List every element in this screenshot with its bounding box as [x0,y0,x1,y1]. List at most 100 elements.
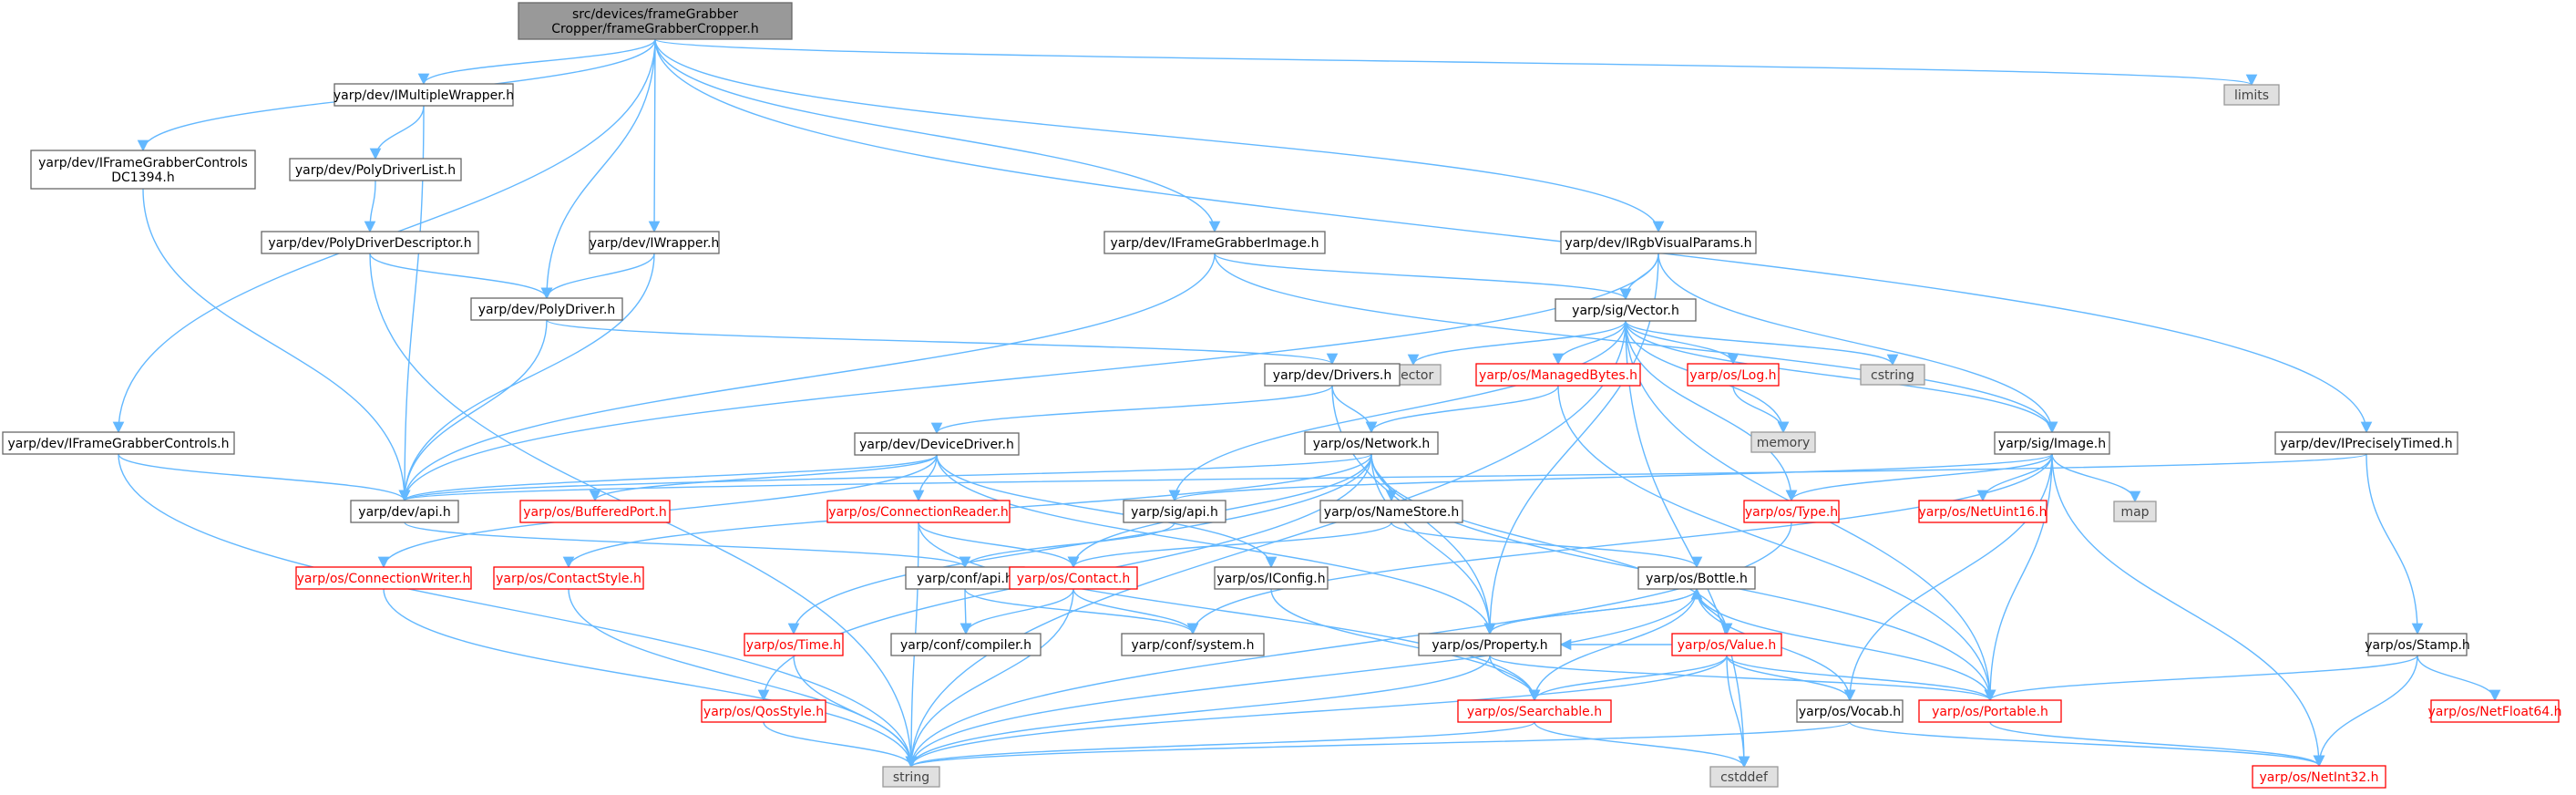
node-iframegrabbercontrols[interactable]: yarp/dev/IFrameGrabberControls.h [2,431,235,455]
edge-iwrapper-to-devapi [398,253,655,502]
node-portable[interactable]: yarp/os/Portable.h [1918,699,2062,723]
edge-iconfig-to-searchable [1270,588,1541,702]
node-box-polydriver [470,297,623,321]
node-box-polydriverlist [289,158,462,181]
node-osvalue[interactable]: yarp/os/Value.h [1671,633,1782,656]
node-polydriverdescriptor[interactable]: yarp/dev/PolyDriverDescriptor.h [261,231,479,254]
edge-sigimage-to-ostype [1785,453,2053,502]
node-label-netuint16: yarp/os/NetUint16.h [1918,505,2047,520]
node-polydriverlist[interactable]: yarp/dev/PolyDriverList.h [289,158,462,181]
node-box-bufferedport [519,500,671,523]
node-label-string: string [893,770,929,785]
node-label-searchable: yarp/os/Searchable.h [1467,705,1602,719]
node-box-netint32 [2252,765,2386,789]
node-compiler[interactable]: yarp/conf/compiler.h [890,633,1042,656]
node-netint32[interactable]: yarp/os/NetInt32.h [2252,765,2386,789]
edge-searchable-to-string [906,721,1535,769]
node-polydriver[interactable]: yarp/dev/PolyDriver.h [470,297,623,321]
edge-bottle-to-string [905,588,1698,769]
node-irgbvisualparams[interactable]: yarp/dev/IRgbVisualParams.h [1560,231,1757,254]
node-namestore[interactable]: yarp/os/NameStore.h [1319,500,1463,523]
node-sigapi[interactable]: yarp/sig/api.h [1123,500,1226,523]
node-devapi[interactable]: yarp/dev/api.h [350,500,459,523]
edge-sigvector-to-sigimage [1625,320,2058,434]
node-searchable[interactable]: yarp/os/Searchable.h [1457,699,1612,723]
node-box-portable [1918,699,2062,723]
edge-imultiplewrapper-to-polydriverlist [369,105,425,160]
node-label-polydriver: yarp/dev/PolyDriver.h [478,303,616,317]
edge-confapi-to-system [964,588,1199,635]
edge-portable-to-netint32 [1989,721,2325,768]
node-imultiplewrapper[interactable]: yarp/dev/IMultipleWrapper.h [334,83,514,107]
node-label-iframegrabbercontrols: yarp/dev/IFrameGrabberControls.h [7,437,229,451]
edge-osvalue-to-cstddef [1726,655,1750,769]
edge-drivers-to-devicedriver [930,385,1333,435]
edge-connectionreader-to-searchable [918,521,1541,702]
edge-polydriver-to-devapi [398,319,548,502]
node-box-namestore [1319,500,1463,523]
node-string: string [882,766,940,788]
edge-sigimage-to-vocab [1843,453,2053,702]
node-box-sigimage [1994,431,2110,455]
node-box-limits [2223,84,2280,106]
node-label-connectionreader: yarp/os/ConnectionReader.h [828,505,1009,520]
node-box-sigvector [1555,298,1697,322]
node-label-compiler: yarp/conf/compiler.h [900,638,1031,653]
node-sigimage[interactable]: yarp/sig/Image.h [1994,431,2110,455]
node-box-iwrapper [589,231,720,254]
node-label-sigimage: yarp/sig/Image.h [1998,437,2106,451]
node-devicedriver[interactable]: yarp/dev/DeviceDriver.h [854,432,1020,456]
node-ipreciselytimed[interactable]: yarp/dev/IPreciselyTimed.h [2274,431,2458,455]
node-iconfig[interactable]: yarp/os/IConfig.h [1214,566,1329,590]
node-label-contactstyle: yarp/os/ContactStyle.h [496,572,641,586]
node-iwrapper[interactable]: yarp/dev/IWrapper.h [589,231,720,254]
node-box-oslog [1687,363,1780,387]
node-label-root: src/devices/frameGrabber [572,7,738,22]
node-bufferedport[interactable]: yarp/os/BufferedPort.h [519,500,671,523]
node-label-imultiplewrapper: yarp/dev/IMultipleWrapper.h [334,88,514,103]
edge-contact-to-system [1072,588,1199,635]
edge-osvalue-to-vocab [1726,655,1856,702]
node-netfloat64[interactable]: yarp/os/NetFloat64.h [2427,699,2562,723]
node-box-network [1304,431,1439,455]
edge-devicedriver-to-connectionreader [912,454,938,502]
node-label-limits: limits [2234,88,2269,103]
node-label-osvalue: yarp/os/Value.h [1678,638,1777,653]
edge-osvalue-to-string [905,655,1728,769]
node-bottle[interactable]: yarp/os/Bottle.h [1637,566,1756,590]
node-box-netuint16 [1918,500,2047,523]
edge-root-to-limits [654,38,2257,87]
edge-root-to-polydriver [540,38,656,300]
node-network[interactable]: yarp/os/Network.h [1304,431,1439,455]
node-connectionreader[interactable]: yarp/os/ConnectionReader.h [826,500,1011,523]
node-contact[interactable]: yarp/os/Contact.h [1009,566,1138,590]
node-ostype[interactable]: yarp/os/Type.h [1743,500,1840,523]
node-system[interactable]: yarp/conf/system.h [1121,633,1265,656]
node-qosstyle[interactable]: yarp/os/QosStyle.h [701,699,826,723]
edge-iframegrabberimage-to-devapi [398,253,1216,502]
node-label-cstddef: cstddef [1720,770,1769,785]
edge-devapi-to-confapi [404,521,971,569]
node-iframegrabberimage[interactable]: yarp/dev/IFrameGrabberImage.h [1103,231,1326,254]
node-ostime[interactable]: yarp/os/Time.h [744,633,844,656]
node-box-iframegrabbercontrols [2,431,235,455]
node-property[interactable]: yarp/os/Property.h [1418,633,1562,656]
node-box-cstring [1860,364,1925,386]
node-sigvector[interactable]: yarp/sig/Vector.h [1555,298,1697,322]
node-drivers[interactable]: yarp/dev/Drivers.h [1264,363,1401,387]
edge-property-to-searchable [1489,655,1541,702]
node-contactstyle[interactable]: yarp/os/ContactStyle.h [493,566,644,590]
node-connectionwriter[interactable]: yarp/os/ConnectionWriter.h [295,566,472,590]
node-confapi[interactable]: yarp/conf/api.h [905,566,1025,590]
node-managedbytes[interactable]: yarp/os/ManagedBytes.h [1475,363,1641,387]
node-box-ostime [744,633,844,656]
node-oslog[interactable]: yarp/os/Log.h [1687,363,1780,387]
node-root[interactable]: src/devices/frameGrabberCropper/frameGra… [518,2,793,40]
node-stamp[interactable]: yarp/os/Stamp.h [2365,633,2470,656]
node-netuint16[interactable]: yarp/os/NetUint16.h [1918,500,2047,523]
edge-iframegrabberimage-to-sigvector [1214,253,1632,301]
edge-contact-to-string [905,588,1074,769]
node-vocab[interactable]: yarp/os/Vocab.h [1796,699,1904,723]
